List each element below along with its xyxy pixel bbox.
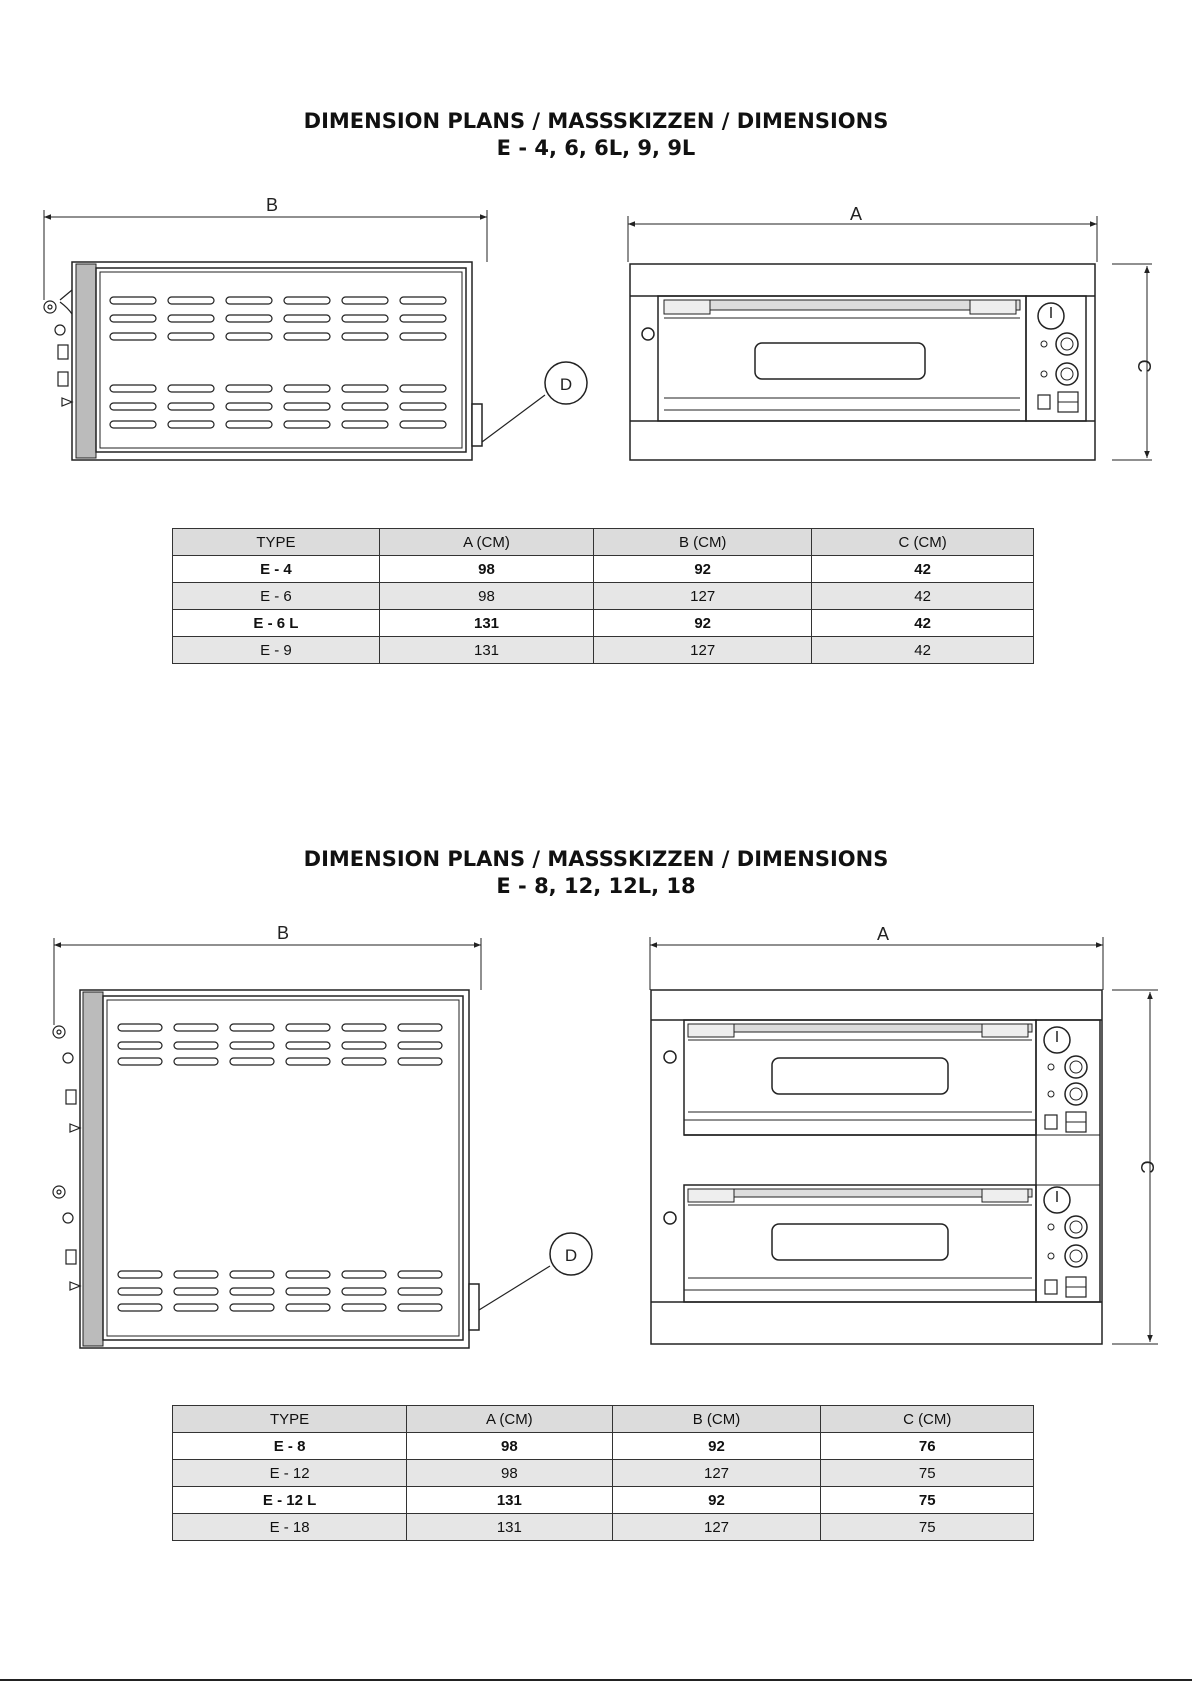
table-cell: 75 xyxy=(820,1459,1034,1487)
section-1-heading: DIMENSION PLANS / MASSSKIZZEN / DIMENSIO… xyxy=(0,108,1192,162)
table-cell: E - 4 xyxy=(172,555,380,583)
section-1-title: DIMENSION PLANS / MASSSKIZZEN / DIMENSIO… xyxy=(303,109,889,133)
vent-slots-top xyxy=(109,296,447,341)
table-cell: 127 xyxy=(611,1459,822,1487)
table-cell: E - 6 xyxy=(172,582,380,610)
vent-slots-bottom xyxy=(109,384,447,429)
table-row: E - 6 98 127 42 xyxy=(172,582,1034,610)
section-1-table: TYPE A (CM) B (CM) C (CM) E - 4 98 92 42… xyxy=(172,528,1034,664)
column-header: B (CM) xyxy=(611,1405,822,1433)
section-2-label-c: C xyxy=(1137,1161,1157,1174)
section-2-label-a: A xyxy=(877,924,889,944)
side-fittings xyxy=(43,289,74,407)
table-cell: 131 xyxy=(378,636,595,664)
vent-slots-top xyxy=(117,1023,443,1066)
section-1-label-a: A xyxy=(850,204,862,224)
table-cell: 75 xyxy=(820,1513,1034,1541)
table-row: E - 4 98 92 42 xyxy=(172,555,1034,583)
table-header-row: TYPE A (CM) B (CM) C (CM) xyxy=(171,1405,1034,1433)
table-cell: E - 18 xyxy=(171,1513,408,1541)
table-cell: 42 xyxy=(811,609,1034,637)
table-row: E - 6 L 131 92 42 xyxy=(172,609,1034,637)
table-cell: 131 xyxy=(378,609,595,637)
column-header: C (CM) xyxy=(811,528,1034,556)
section-2-subtitle: E - 8, 12, 12L, 18 xyxy=(496,874,696,898)
section-2-heading: DIMENSION PLANS / MASSSKIZZEN / DIMENSIO… xyxy=(0,846,1192,900)
section-1-label-c: C xyxy=(1134,360,1154,373)
footer-rule xyxy=(0,1679,1192,1681)
column-header: A (CM) xyxy=(378,528,595,556)
section-2-front-view xyxy=(649,937,1158,1345)
table-row: E - 8 98 92 76 xyxy=(171,1432,1034,1460)
table-cell: 92 xyxy=(593,609,813,637)
section-1-subtitle: E - 4, 6, 6L, 9, 9L xyxy=(496,136,696,160)
table-cell: E - 8 xyxy=(171,1432,408,1460)
table-cell: 98 xyxy=(406,1432,613,1460)
column-header: TYPE xyxy=(171,1405,408,1433)
table-cell: 98 xyxy=(406,1459,613,1487)
table-cell: 76 xyxy=(820,1432,1034,1460)
table-cell: 92 xyxy=(611,1432,822,1460)
section-2-table: TYPE A (CM) B (CM) C (CM) E - 8 98 92 76… xyxy=(171,1405,1034,1541)
section-2-drawings: B D xyxy=(52,923,1158,1349)
column-header: B (CM) xyxy=(593,528,813,556)
table-cell: E - 12 xyxy=(171,1459,408,1487)
table-cell: 92 xyxy=(611,1486,822,1514)
table-row: E - 18 131 127 75 xyxy=(171,1513,1034,1541)
section-2-side-view xyxy=(52,938,593,1349)
section-2-label-b: B xyxy=(277,923,289,943)
column-header: C (CM) xyxy=(820,1405,1034,1433)
table-cell: 127 xyxy=(593,636,813,664)
side-fittings xyxy=(52,1025,82,1291)
section-1-label-b: B xyxy=(266,195,278,215)
table-cell: 98 xyxy=(378,582,595,610)
table-cell: 42 xyxy=(811,582,1034,610)
section-2-title: DIMENSION PLANS / MASSSKIZZEN / DIMENSIO… xyxy=(303,847,889,871)
table-cell: 92 xyxy=(593,555,813,583)
table-cell: 131 xyxy=(406,1513,613,1541)
table-cell: 127 xyxy=(593,582,813,610)
section-1-front-view xyxy=(627,216,1152,461)
column-header: A (CM) xyxy=(406,1405,613,1433)
table-row: E - 12 L 131 92 75 xyxy=(171,1486,1034,1514)
table-row: E - 12 98 127 75 xyxy=(171,1459,1034,1487)
section-1-label-d: D xyxy=(560,375,572,394)
table-cell: 127 xyxy=(611,1513,822,1541)
table-cell: 131 xyxy=(406,1486,613,1514)
table-cell: 42 xyxy=(811,636,1034,664)
section-2-label-d: D xyxy=(565,1246,577,1265)
section-1-side-view xyxy=(43,210,588,461)
section-1-drawings: B D A C xyxy=(43,195,1154,461)
column-header: TYPE xyxy=(172,528,380,556)
table-cell: E - 12 L xyxy=(171,1486,408,1514)
table-row: E - 9 131 127 42 xyxy=(172,636,1034,664)
table-cell: 75 xyxy=(820,1486,1034,1514)
vent-slots-bottom xyxy=(117,1270,443,1312)
table-header-row: TYPE A (CM) B (CM) C (CM) xyxy=(172,528,1034,556)
table-cell: E - 9 xyxy=(172,636,380,664)
